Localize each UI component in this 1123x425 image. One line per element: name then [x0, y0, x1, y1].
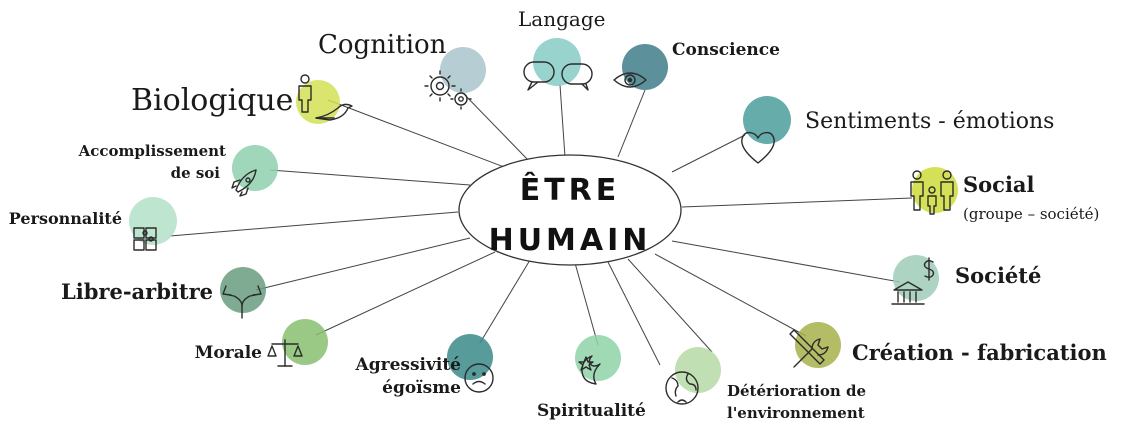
agressivite-label: Agressivité — [355, 355, 462, 375]
sentiments-circle — [743, 96, 791, 144]
agressivite-circle — [447, 334, 493, 380]
deterioration-circle — [675, 347, 721, 393]
scales-icon — [267, 339, 303, 367]
cognition-circle — [440, 47, 486, 93]
speech-bubbles-icon — [523, 61, 593, 91]
node-libre-arbitre: Libre-arbitre — [61, 267, 266, 319]
person-bird-icon — [298, 74, 353, 121]
center-title-line1: ÊTRE — [520, 172, 621, 208]
node-deterioration: Détérioration de l'environnement — [665, 347, 866, 422]
puzzle-icon — [133, 227, 157, 251]
rocket-icon — [231, 169, 257, 197]
deterioration-label: Détérioration de — [727, 382, 866, 400]
personnalite-circle — [129, 197, 177, 245]
spiritualite-circle — [575, 335, 621, 381]
gears-icon — [424, 70, 472, 110]
morale-circle — [282, 319, 328, 365]
accomplissement-circle — [232, 145, 278, 191]
langage-circle — [533, 38, 581, 86]
libre-arbitre-label: Libre-arbitre — [61, 279, 213, 304]
cognition-label: Cognition — [318, 30, 447, 60]
node-conscience: Conscience — [613, 40, 780, 90]
spiritualite-label: Spiritualité — [537, 401, 646, 421]
node-societe: Société — [891, 255, 1041, 305]
diverging-arrows-icon — [222, 285, 262, 319]
social-label: Social — [963, 172, 1035, 197]
node-social: Social (groupe – société) — [910, 167, 1099, 223]
personnalite-label: Personnalité — [9, 209, 122, 228]
spokes — [169, 84, 913, 366]
biologique-label: Biologique — [131, 83, 293, 118]
heart-icon — [741, 131, 775, 164]
node-spiritualite: Spiritualité — [537, 335, 646, 421]
agressivite-label2: égoïsme — [382, 378, 461, 398]
globe-icon — [665, 371, 699, 405]
bank-dollar-icon — [891, 257, 935, 305]
social-sublabel: (groupe – société) — [963, 205, 1099, 223]
societe-label: Société — [955, 263, 1041, 288]
sad-face-icon — [464, 363, 494, 393]
moon-star-icon — [578, 355, 601, 385]
center-node: ÊTRE HUMAIN — [458, 154, 682, 266]
biologique-circle — [296, 80, 340, 124]
center-title-line2: HUMAIN — [489, 223, 652, 258]
node-accomplissement: Accomplissement de soi — [78, 142, 278, 197]
node-langage: Langage — [518, 7, 605, 91]
deterioration-label2: l'environnement — [727, 404, 865, 422]
node-agressivite: Agressivité égoïsme — [355, 334, 494, 398]
conscience-label: Conscience — [672, 40, 780, 60]
node-personnalite: Personnalité — [9, 197, 177, 251]
libre-arbitre-circle — [220, 267, 266, 313]
center-ellipse — [458, 154, 682, 266]
conscience-circle — [622, 44, 668, 90]
node-sentiments: Sentiments - émotions — [741, 96, 1054, 164]
family-icon — [910, 170, 954, 215]
node-morale: Morale — [195, 319, 328, 367]
eye-icon — [613, 72, 647, 88]
creation-label: Création - fabrication — [852, 340, 1107, 365]
tools-icon — [789, 329, 829, 368]
sentiments-label: Sentiments - émotions — [805, 109, 1054, 134]
accomplissement-label2: de soi — [171, 164, 221, 182]
node-cognition: Cognition — [318, 30, 486, 110]
node-creation: Création - fabrication — [789, 322, 1107, 368]
langage-label: Langage — [518, 7, 605, 31]
morale-label: Morale — [195, 343, 263, 363]
node-biologique: Biologique — [131, 74, 353, 124]
accomplissement-label: Accomplissement — [78, 142, 226, 160]
